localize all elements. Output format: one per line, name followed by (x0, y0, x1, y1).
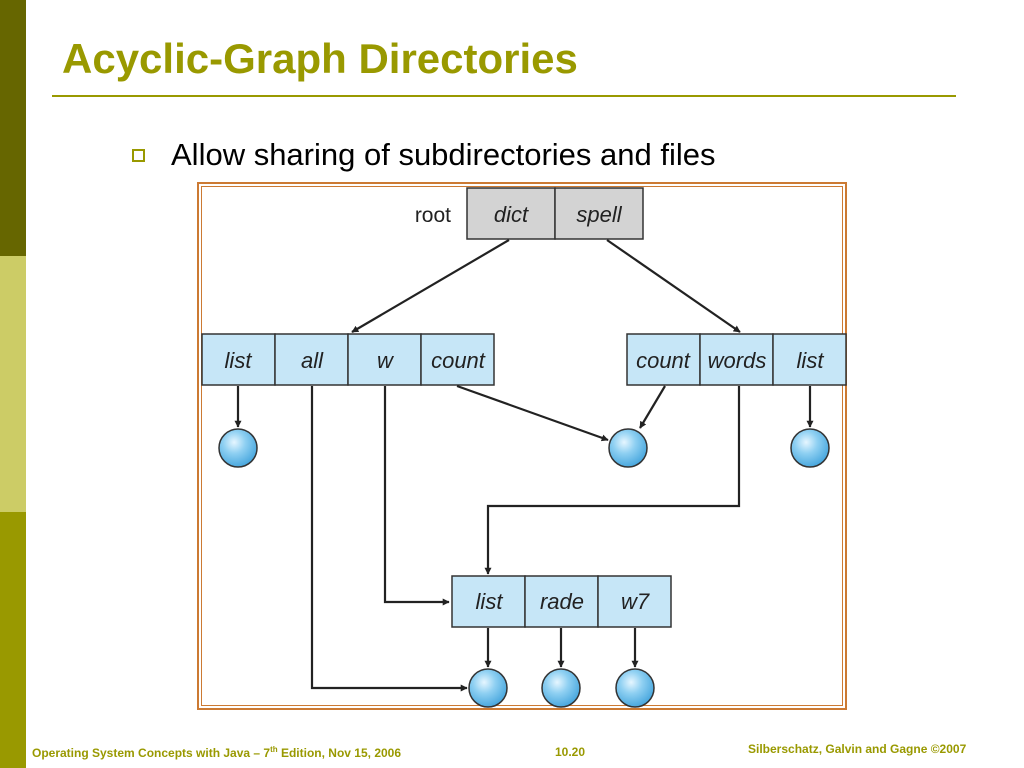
shared-cell-label: list (476, 589, 504, 614)
file-node (468, 668, 508, 708)
footer-page-number: 10.20 (555, 745, 586, 759)
footer-edition-text: Edition, Nov 15, 2006 (277, 746, 402, 760)
spell-directory: count words list (626, 333, 847, 386)
shared-cell-label: w7 (621, 589, 650, 614)
edge-arrow (383, 386, 450, 606)
spell-cell-label: list (797, 348, 825, 373)
edge-arrow (351, 239, 510, 333)
spell-cell (772, 333, 847, 386)
sidebar-decoration (0, 0, 26, 768)
spell-cell-label: count (636, 348, 691, 373)
figure-frame-inner (201, 186, 843, 706)
dict-cell (420, 333, 495, 386)
file-node (790, 428, 830, 468)
dict-directory: list all w count (201, 333, 495, 386)
dict-cell (274, 333, 349, 386)
edge-arrow (456, 384, 609, 442)
edge-arrow (639, 385, 666, 429)
shared-cell (451, 575, 526, 628)
dict-cell (347, 333, 422, 386)
graph-edges (234, 239, 814, 692)
spell-cell-label: words (708, 348, 767, 373)
footer-superscript: th (270, 745, 278, 754)
shared-directory: list rade w7 (451, 575, 672, 628)
sidebar-band-medium (0, 512, 26, 768)
slide-title: Acyclic-Graph Directories (62, 35, 578, 82)
edge-arrow (606, 239, 741, 333)
edge-arrow (484, 386, 741, 575)
file-node (608, 428, 648, 468)
file-nodes (218, 428, 830, 708)
file-node (218, 428, 258, 468)
figure-frame-outer (197, 182, 847, 710)
root-label: root (415, 204, 451, 227)
footer-course-text: Operating System Concepts with Java – 7 (32, 746, 271, 760)
file-node (615, 668, 655, 708)
sidebar-band-dark (0, 0, 26, 256)
title-underline (52, 95, 956, 97)
root-cell-label: spell (576, 202, 622, 227)
root-cell-spell (554, 187, 644, 240)
sidebar-band-light (0, 256, 26, 512)
dict-cell-label: count (431, 348, 486, 373)
dict-cell-label: list (225, 348, 253, 373)
edge-arrow (310, 386, 468, 692)
root-cell-label: dict (494, 202, 529, 227)
shared-cell (524, 575, 599, 628)
shared-cell (597, 575, 672, 628)
root-directory: dict spell (466, 187, 644, 240)
dict-cell-label: all (301, 348, 324, 373)
shared-cell-label: rade (540, 589, 584, 614)
bullet-text: Allow sharing of subdirectories and file… (171, 137, 716, 172)
dict-cell-label: w (377, 348, 395, 373)
dict-cell (201, 333, 276, 386)
file-node (541, 668, 581, 708)
bullet-square-icon (132, 149, 145, 162)
spell-cell (699, 333, 774, 386)
footer-copyright: Silberschatz, Galvin and Gagne ©2007 (748, 742, 967, 756)
footer-course-title: Operating System Concepts with Java – 7t… (32, 745, 401, 760)
